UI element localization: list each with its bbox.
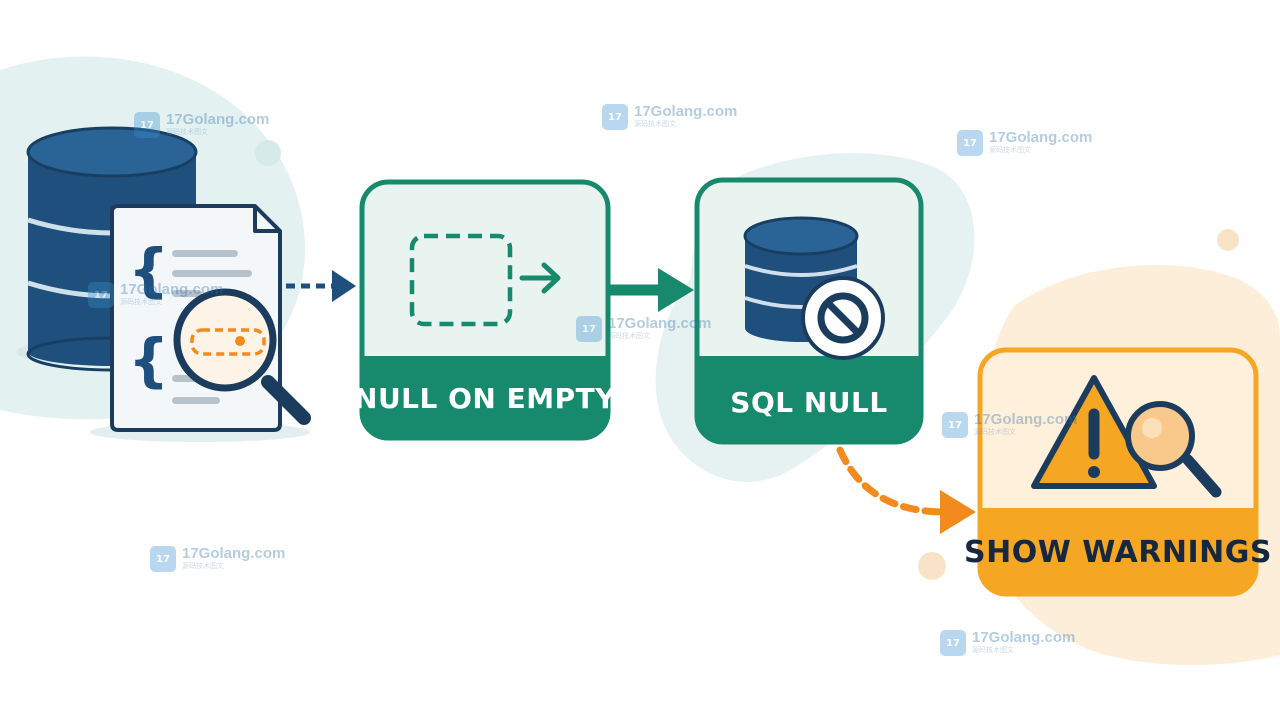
show-warnings-label: SHOW WARNINGS — [964, 534, 1272, 570]
curved-dashed-arrow-to-show-warnings — [836, 446, 976, 534]
search-icon — [1125, 401, 1222, 498]
dashed-arrow-to-null-on-empty — [286, 270, 356, 302]
magnifier-icon — [173, 288, 311, 425]
null-on-empty-label: NULL ON EMPTY — [354, 381, 616, 415]
sql-null-label: SQL NULL — [730, 385, 888, 419]
null-on-empty-box — [359, 179, 611, 441]
prohibited-icon — [801, 276, 885, 360]
sql-null-box — [694, 177, 924, 445]
svg-text:{: { — [128, 236, 169, 304]
warning-icon — [1031, 375, 1157, 489]
svg-text:{: { — [128, 326, 169, 394]
solid-arrow-to-sql-null — [608, 268, 694, 312]
show-warnings-box — [977, 347, 1259, 597]
